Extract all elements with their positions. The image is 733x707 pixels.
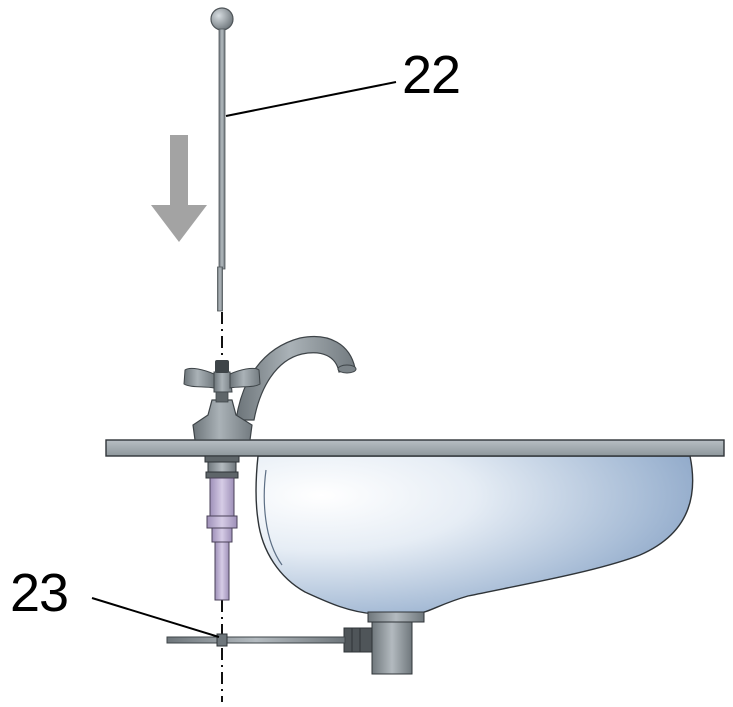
callout-label-22: 22 bbox=[402, 45, 461, 105]
supply-hose bbox=[214, 541, 230, 601]
washbasin bbox=[255, 455, 694, 615]
callout-label-23: 23 bbox=[10, 563, 69, 623]
leader-line-23 bbox=[91, 597, 220, 638]
countertop bbox=[105, 439, 725, 457]
clamp-part bbox=[216, 633, 228, 647]
leader-line-22 bbox=[225, 81, 397, 117]
drain-assembly bbox=[343, 611, 425, 675]
faucet-connector bbox=[204, 455, 240, 543]
pop-up-rod bbox=[210, 7, 234, 312]
down-arrow-icon bbox=[151, 135, 207, 242]
faucet bbox=[183, 336, 357, 441]
pivot-rod bbox=[166, 633, 346, 647]
